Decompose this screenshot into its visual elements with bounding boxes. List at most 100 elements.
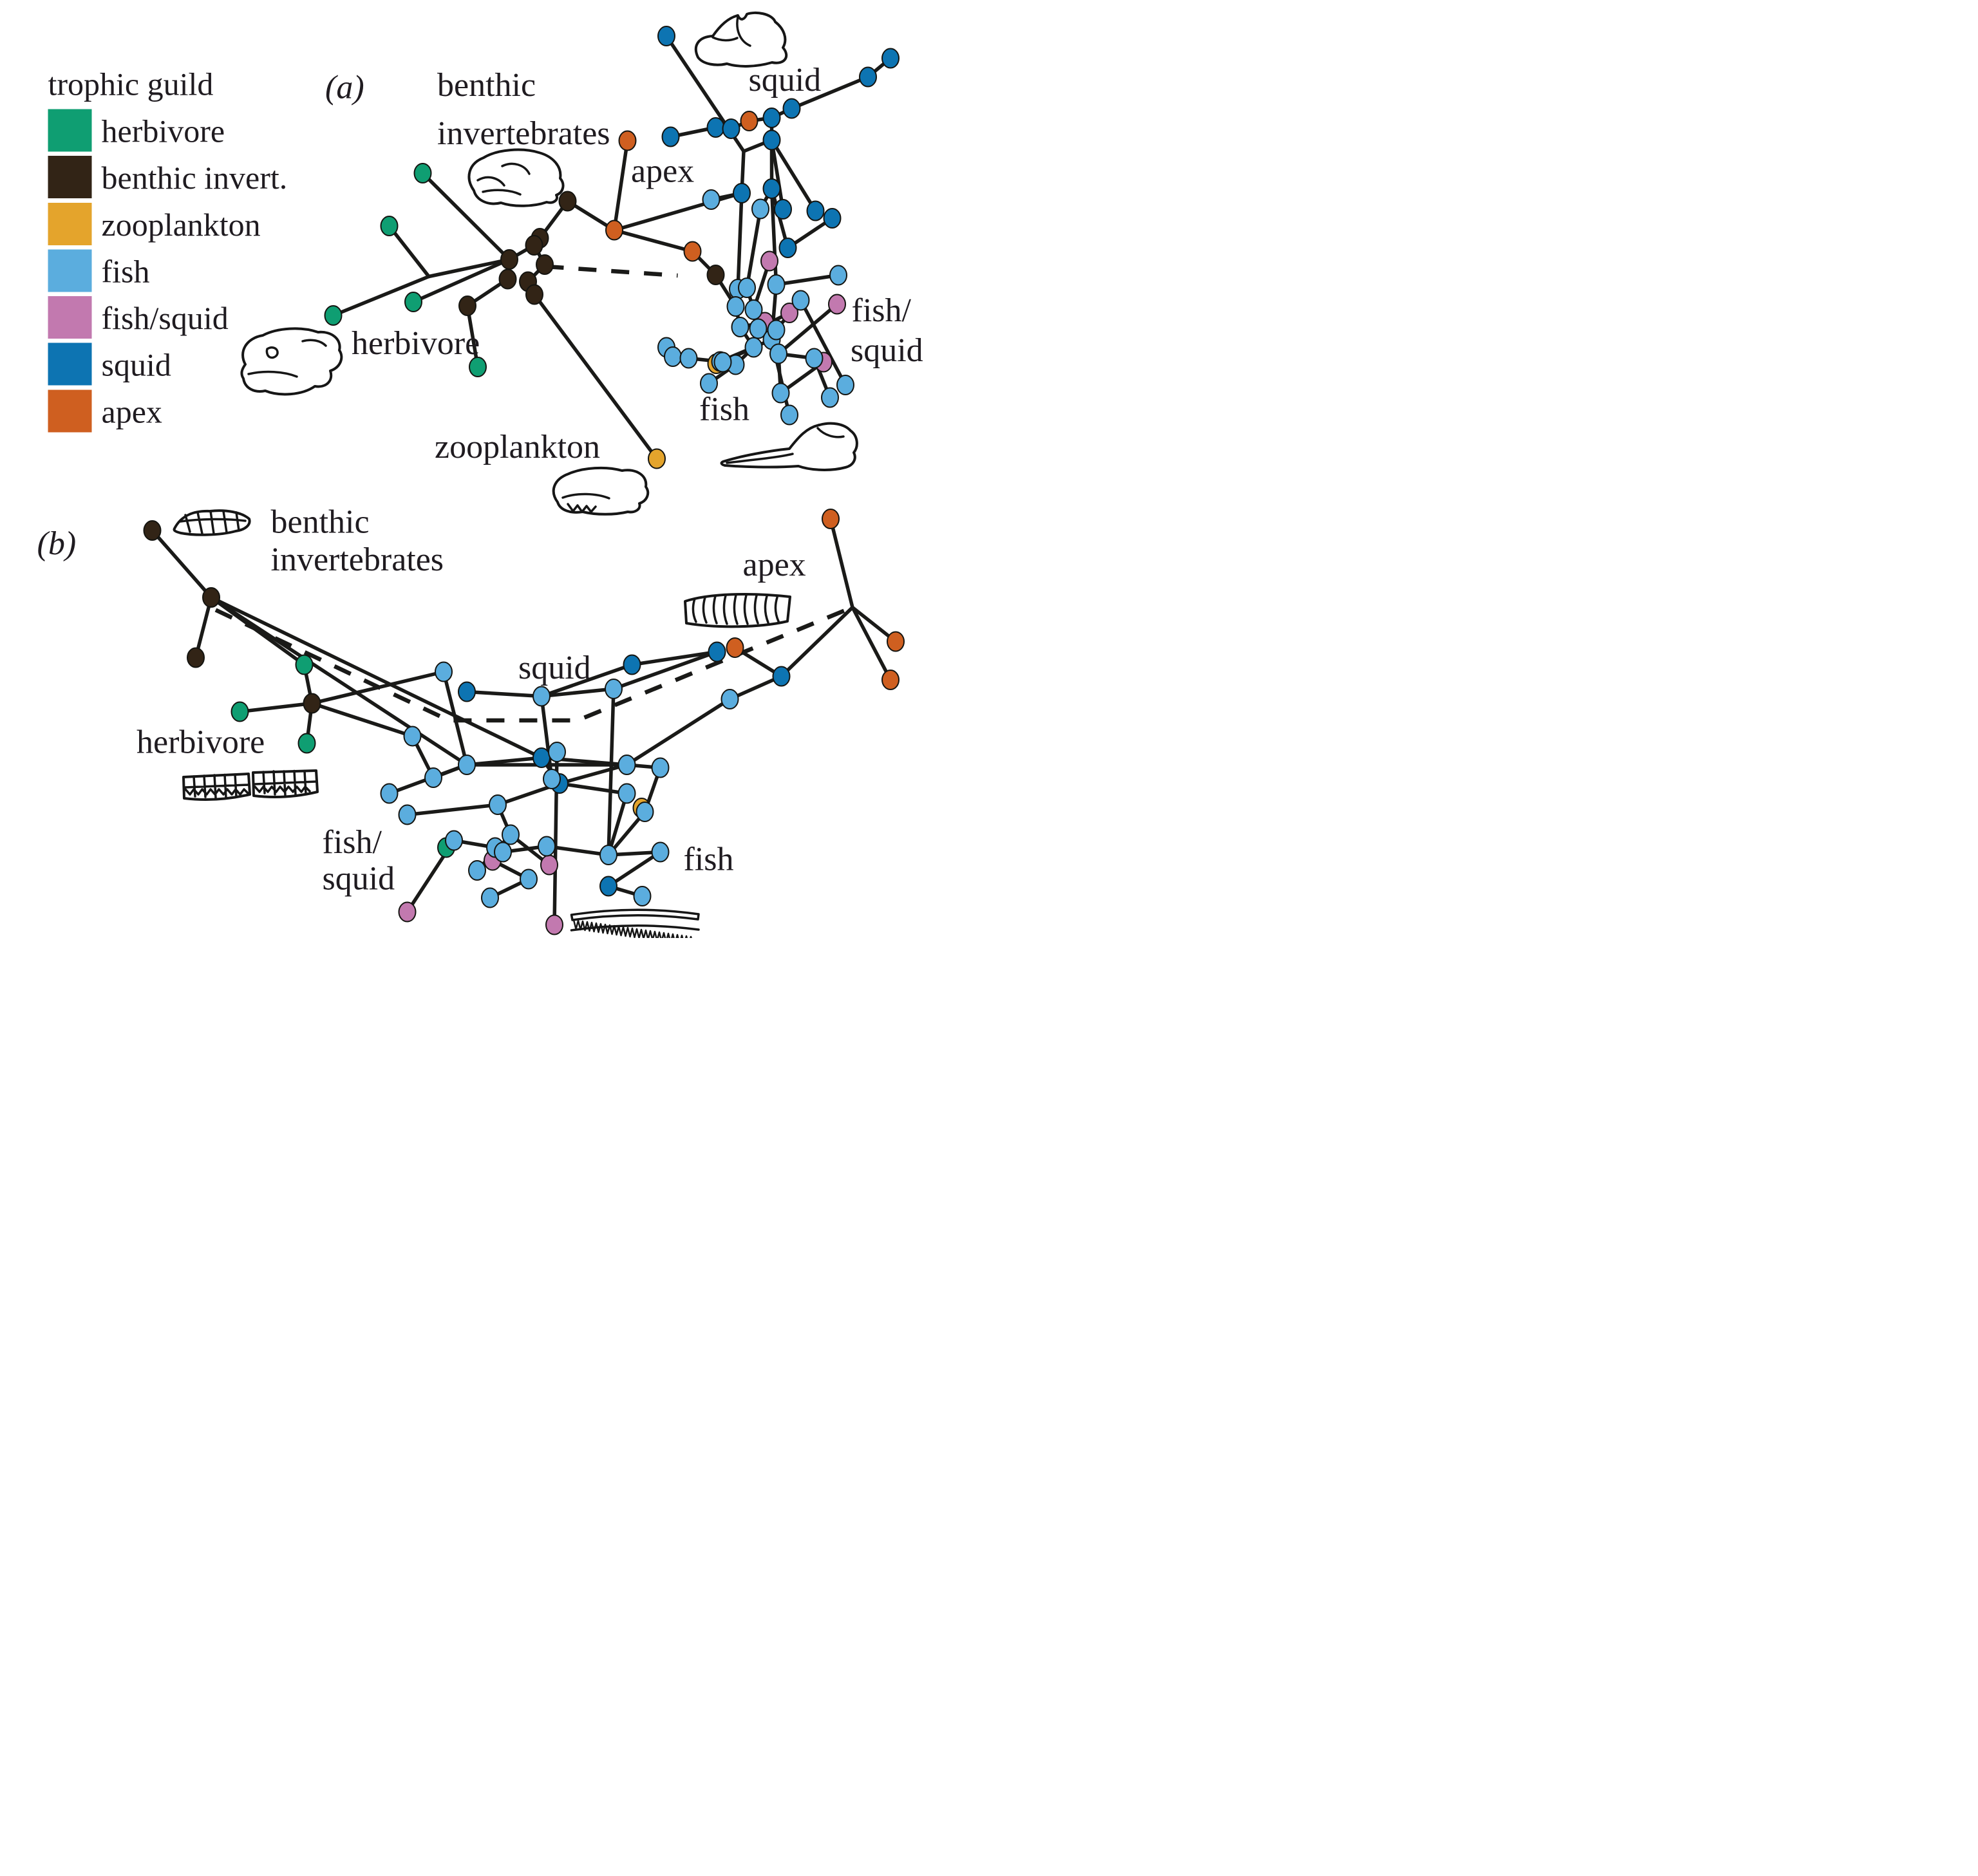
edge: [545, 844, 610, 857]
legend-label-herbivore: herbivore: [102, 113, 225, 149]
node-squid: [762, 178, 781, 199]
label-a-apex: apex: [631, 153, 694, 190]
node-squid: [859, 66, 877, 88]
node-fish: [780, 404, 798, 426]
labels-a: (a)benthicinvertebratesapexsquidherbivor…: [325, 62, 923, 465]
node-squid: [778, 238, 797, 258]
node-fish: [468, 860, 486, 881]
node-fish: [821, 387, 839, 408]
legend-swatch-fish-squid: [48, 296, 92, 339]
node-fish: [633, 886, 652, 906]
node-squid: [806, 200, 825, 221]
node-benthic: [303, 693, 321, 714]
node-fish_squid: [828, 294, 846, 315]
node-fish: [829, 265, 847, 286]
label-a-fish: fish: [699, 391, 749, 428]
node-fish: [721, 689, 739, 709]
node-herbivore: [413, 163, 432, 183]
node-squid: [762, 129, 781, 151]
node-fish_squid: [540, 854, 558, 876]
node-fish: [664, 346, 682, 367]
node-fish: [538, 836, 556, 857]
node-fish: [726, 296, 745, 317]
label-b-benthic-line2: invertebrates: [271, 541, 444, 578]
node-herbivore: [295, 654, 314, 675]
node-squid: [762, 108, 781, 128]
node-squid: [532, 747, 551, 768]
node-fish: [481, 887, 499, 908]
edge: [736, 191, 744, 291]
node-squid: [782, 98, 801, 119]
node-apex: [887, 631, 905, 652]
edge: [150, 529, 213, 599]
label-a-fish-squid-line1: fish/: [852, 292, 912, 329]
node-fish: [836, 375, 854, 395]
squid-tooth-icon: [694, 11, 788, 68]
node-apex: [605, 220, 623, 241]
edge: [829, 517, 854, 610]
node-fish: [599, 845, 617, 865]
node-benthic: [187, 647, 205, 668]
node-benthic: [458, 295, 476, 316]
node-fish: [738, 277, 756, 298]
legend-label-apex: apex: [102, 394, 162, 430]
node-fish: [771, 382, 790, 404]
label-b-squid: squid: [518, 650, 591, 686]
node-fish: [749, 318, 768, 339]
node-fish: [398, 804, 417, 825]
node-squid: [823, 208, 842, 229]
node-fish: [767, 274, 786, 295]
node-fish: [489, 794, 507, 815]
node-squid: [708, 641, 726, 662]
vertebrae-band-icon: [684, 592, 791, 628]
edge: [405, 803, 500, 817]
edge: [387, 224, 431, 279]
edge: [427, 258, 511, 279]
zooplankton-skull-icon: [552, 466, 650, 516]
legend-swatch-apex: [48, 389, 92, 433]
node-apex: [740, 111, 758, 131]
node-apex: [881, 670, 900, 690]
node-fish: [543, 769, 561, 789]
edges-b: [150, 517, 898, 927]
label-b-apex: apex: [743, 547, 806, 583]
node-fish_squid: [780, 303, 798, 323]
node-fish: [636, 802, 654, 822]
dolphin-skull-icon: [720, 422, 858, 471]
node-fish: [751, 198, 769, 220]
node-fish: [424, 767, 442, 788]
node-squid: [657, 26, 675, 46]
node-fish: [548, 742, 566, 762]
node-fish: [435, 661, 453, 682]
node-benthic: [202, 587, 220, 608]
label-b-herbivore: herbivore: [137, 724, 265, 761]
edge: [607, 791, 629, 857]
herbivore-teeth-icon: [182, 769, 319, 801]
node-fish: [605, 679, 623, 699]
croc-jaw-icon: [173, 509, 251, 536]
node-benthic: [525, 284, 543, 305]
edge: [612, 138, 630, 232]
node-apex: [726, 637, 744, 658]
dashed-edge: [214, 606, 851, 723]
legend-swatch-squid: [48, 342, 92, 386]
node-squid: [706, 117, 725, 138]
node-fish: [744, 299, 763, 320]
legend-label-fish: fish: [102, 254, 150, 290]
node-fish_squid: [760, 250, 778, 272]
node-fish: [769, 343, 787, 364]
node-fish: [651, 841, 670, 863]
edge: [625, 697, 732, 767]
legend-swatch-benthic-invert: [48, 156, 92, 198]
node-benthic: [498, 268, 517, 290]
node-squid: [733, 183, 751, 203]
legend-label-squid: squid: [102, 347, 171, 383]
edge: [310, 701, 415, 738]
edge: [728, 674, 784, 701]
node-fish: [702, 189, 721, 210]
node-herbivore: [231, 701, 249, 722]
edge: [411, 258, 511, 304]
nodes-b: [143, 509, 905, 935]
node-benthic: [558, 191, 577, 212]
